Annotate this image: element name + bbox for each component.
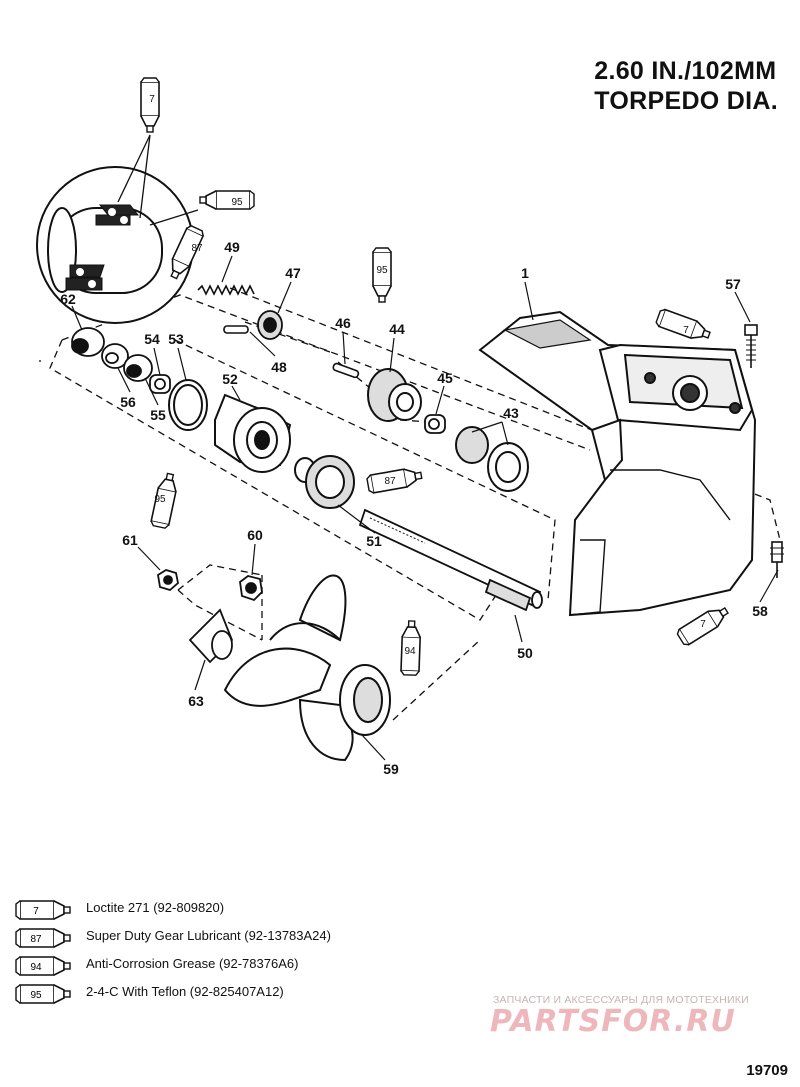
bolt-57 — [744, 324, 758, 368]
tube-7-top — [140, 77, 160, 133]
legend-row: 87 Super Duty Gear Lubricant (92-13783A2… — [14, 924, 494, 952]
bearing-carrier-52 — [214, 393, 292, 473]
callout-60: 60 — [247, 527, 263, 543]
tube-label: 95 — [376, 265, 388, 276]
o-ring-53 — [168, 379, 208, 431]
detail-inset — [36, 134, 199, 324]
callout-62: 62 — [60, 291, 76, 307]
propeller-shaft-50 — [358, 508, 543, 612]
svg-text:87: 87 — [30, 934, 42, 945]
forward-gear-44 — [367, 368, 422, 422]
bearing-55 — [123, 354, 153, 382]
tube-label: 87 — [191, 243, 203, 254]
bushing-45 — [424, 414, 446, 434]
assembly-guide-lines — [39, 287, 781, 721]
callout-53: 53 — [168, 331, 184, 347]
legend-label: Loctite 271 (92-809820) — [86, 900, 225, 915]
lubricant-legend: 7 Loctite 271 (92-809820) 87 Super Duty … — [14, 896, 494, 1008]
title-line-1: 2.60 IN./102MM — [594, 57, 777, 85]
spring-49 — [197, 284, 255, 296]
seal-62 — [71, 327, 105, 357]
reverse-gear-51 — [294, 455, 355, 509]
callout-49: 49 — [224, 239, 240, 255]
callout-58: 58 — [752, 603, 768, 619]
propeller-59 — [223, 574, 391, 762]
title-line-2: TORPEDO DIA. — [594, 87, 778, 115]
callout-54: 54 — [144, 331, 160, 347]
callout-55: 55 — [150, 407, 166, 423]
tube-95-detail — [199, 190, 255, 210]
callout-44: 44 — [389, 321, 405, 337]
callout-52: 52 — [222, 371, 238, 387]
legend-label: Anti-Corrosion Grease (92-78376A6) — [86, 956, 299, 971]
svg-text:95: 95 — [30, 990, 42, 1001]
legend-row: 94 Anti-Corrosion Grease (92-78376A6) — [14, 952, 494, 980]
callout-59: 59 — [383, 761, 399, 777]
legend-label: Super Duty Gear Lubricant (92-13783A24) — [86, 928, 331, 943]
svg-text:7: 7 — [33, 906, 39, 917]
callout-56: 56 — [120, 394, 136, 410]
bearing-43 — [455, 426, 529, 492]
callout-48: 48 — [271, 359, 287, 375]
callout-57: 57 — [725, 276, 741, 292]
clutch-47 — [257, 310, 283, 340]
tube-label: 7 — [700, 619, 706, 630]
callout-43: 43 — [503, 405, 519, 421]
tube-label: 7 — [683, 325, 689, 336]
callout-1: 1 — [521, 265, 529, 281]
tube-icon: 95 — [15, 984, 71, 1004]
pin-48 — [223, 325, 249, 334]
callout-51: 51 — [366, 533, 382, 549]
legend-label: 2-4-C With Teflon (92-825407A12) — [86, 984, 284, 999]
bushing-54 — [149, 374, 171, 394]
tube-label: 94 — [404, 646, 416, 657]
svg-text:94: 94 — [30, 962, 42, 973]
callout-47: 47 — [285, 265, 301, 281]
callout-46: 46 — [335, 315, 351, 331]
tube-label: 7 — [149, 94, 155, 105]
tube-icon: 7 — [15, 900, 71, 920]
tube-icon: 87 — [15, 928, 71, 948]
nut-61 — [157, 569, 179, 592]
legend-row: 7 Loctite 271 (92-809820) — [14, 896, 494, 924]
pin-46 — [332, 362, 360, 379]
watermark-tagline: ЗАПЧАСТИ И АКСЕССУАРЫ ДЛЯ МОТОТЕХНИКИ — [493, 994, 749, 1006]
legend-row: 95 2-4-C With Teflon (92-825407A12) — [14, 980, 494, 1008]
tube-label: 95 — [154, 494, 166, 505]
washer-56 — [101, 343, 129, 369]
callout-45: 45 — [437, 370, 453, 386]
callout-63: 63 — [188, 693, 204, 709]
bolt-58 — [770, 541, 784, 578]
tube-icon: 94 — [15, 956, 71, 976]
tab-washer-63 — [188, 608, 234, 664]
callout-61: 61 — [122, 532, 138, 548]
tube-label: 87 — [384, 476, 396, 487]
callout-50: 50 — [517, 645, 533, 661]
tube-label: 95 — [231, 197, 243, 208]
leader-lines — [71, 255, 779, 761]
gear-housing — [478, 310, 757, 617]
figure-number: 19709 — [746, 1062, 788, 1079]
diagram-title: 2.60 IN./102MM TORPEDO DIA. — [594, 56, 778, 116]
nut-60 — [239, 575, 263, 602]
watermark-logo: PARTSFOR.RU — [490, 1004, 736, 1039]
